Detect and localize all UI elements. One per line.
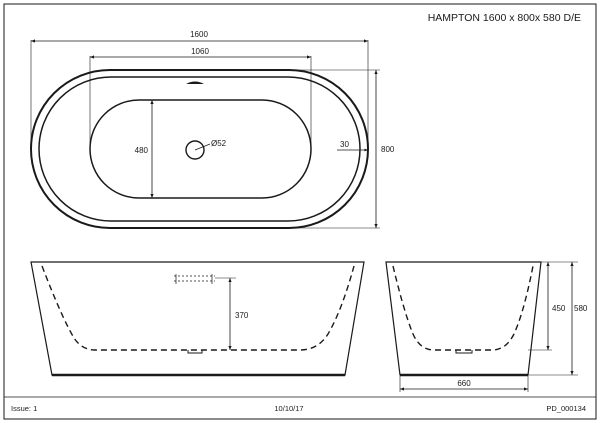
waste-leader [194,143,211,151]
side-view-hidden-basin [41,265,355,351]
tub-inner-rim [38,76,361,222]
product-title: HAMPTON 1600 x 800x 580 D/E [428,12,581,24]
issue-label: Issue: 1 [11,404,37,413]
side-view-outline [30,261,365,376]
overall-height-label: 580 [574,304,588,313]
inner-depth-label: 450 [552,304,566,313]
overflow-icon [186,81,204,84]
drawing-number-label: PD_000134 [546,404,586,413]
waste-outlet-icon [185,140,205,160]
date-label: 10/10/17 [274,404,303,413]
end-view-outline [385,261,542,376]
side-view: 370 [30,261,365,377]
rim-width-label: 30 [340,140,349,149]
base-width-label: 660 [457,379,471,388]
overflow-height-label: 370 [235,311,249,320]
side-waste-outlet-icon [187,350,203,354]
end-view: 450 580 660 [385,261,588,392]
drawing-border [3,3,597,420]
overall-length-label: 1600 [190,30,208,39]
plan-view: Ø52 1600 1060 480 800 30 [30,30,395,229]
end-view-hidden-basin [392,265,534,351]
end-waste-outlet-icon [455,350,473,354]
waste-diameter-label: Ø52 [211,139,227,148]
overall-width-label: 800 [381,145,395,154]
inner-length-label: 1060 [191,47,209,56]
tub-basin [89,99,312,199]
inner-width-label: 480 [135,146,149,155]
tub-outer-rim [30,69,369,229]
